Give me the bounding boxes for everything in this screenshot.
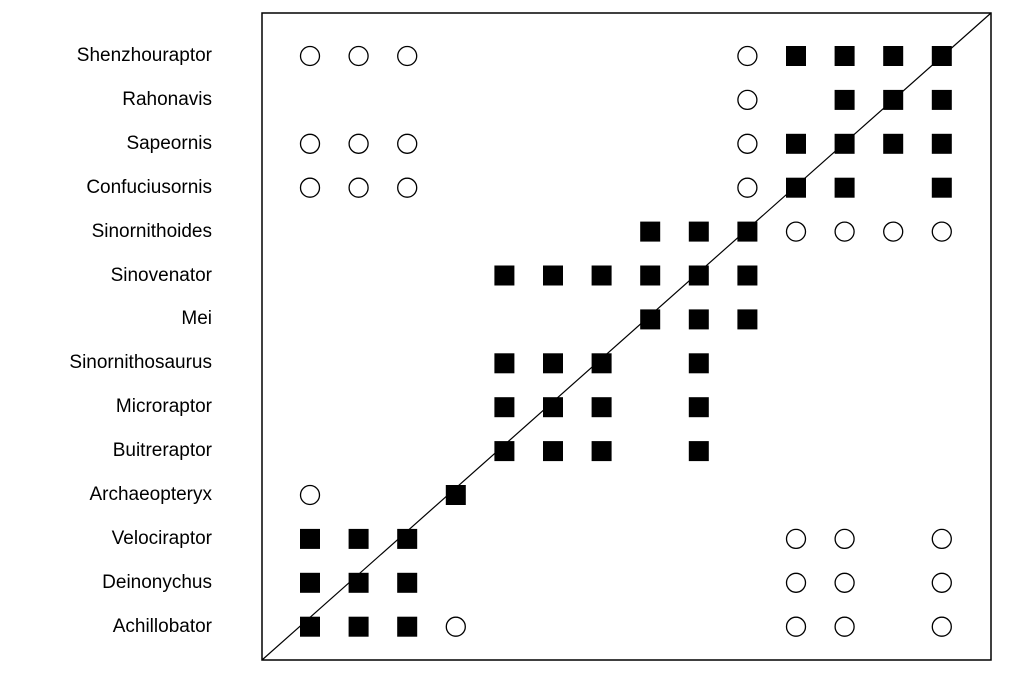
filled-square-mark [786, 177, 806, 198]
filled-square-mark [591, 265, 612, 286]
filled-square-mark [640, 221, 661, 242]
open-circle-mark [397, 45, 418, 67]
filled-square-mark [931, 46, 952, 66]
filled-square-mark [494, 353, 515, 374]
row-label: Confuciusornis [86, 176, 212, 198]
open-circle-mark [931, 616, 952, 637]
filled-square-mark [834, 89, 855, 110]
open-circle-mark [883, 221, 904, 242]
filled-square-mark [883, 89, 904, 110]
filled-square-mark [494, 397, 515, 418]
open-circle-mark [834, 528, 855, 550]
filled-square-mark [786, 133, 806, 154]
filled-square-mark [300, 616, 320, 637]
row-label: Sinovenator [110, 264, 212, 286]
open-circle-mark [737, 45, 758, 67]
filled-square-mark [931, 133, 952, 154]
filled-square-mark [543, 265, 563, 286]
filled-square-mark [543, 441, 563, 462]
open-circle-mark [931, 572, 952, 593]
filled-square-mark [737, 265, 758, 286]
filled-square-mark [834, 133, 855, 154]
filled-square-mark [397, 572, 418, 593]
filled-square-mark [591, 397, 612, 418]
filled-square-mark [397, 616, 418, 637]
filled-square-mark [543, 353, 563, 374]
filled-square-mark [931, 177, 952, 198]
row-label: Shenzhouraptor [76, 45, 212, 66]
row-label: Deinonychus [102, 571, 212, 593]
open-circle-mark [785, 616, 807, 637]
filled-square-mark [543, 397, 563, 418]
filled-square-mark [688, 397, 709, 418]
open-circle-mark [348, 177, 369, 198]
filled-square-mark [348, 572, 369, 593]
row-label: Buitreraptor [112, 440, 212, 462]
open-circle-mark [785, 221, 807, 242]
row-label: Mei [181, 308, 212, 330]
row-label: Sapeornis [126, 132, 212, 154]
open-circle-mark [299, 45, 321, 67]
filled-square-mark [688, 265, 709, 286]
open-circle-mark [299, 133, 321, 154]
matrix-frame [261, 12, 992, 661]
open-circle-mark [299, 484, 321, 506]
filled-square-mark [688, 441, 709, 462]
filled-square-mark [834, 177, 855, 198]
filled-square-mark [494, 265, 515, 286]
filled-square-mark [591, 441, 612, 462]
filled-square-mark [300, 572, 320, 593]
filled-square-mark [834, 46, 855, 66]
filled-square-mark [688, 221, 709, 242]
filled-square-mark [737, 309, 758, 330]
filled-square-mark [688, 353, 709, 374]
filled-square-mark [445, 485, 466, 505]
open-circle-mark [348, 133, 369, 154]
filled-square-mark [883, 133, 904, 154]
row-label: Velociraptor [111, 527, 212, 549]
open-circle-mark [737, 133, 758, 154]
row-label: Rahonavis [122, 88, 212, 110]
filled-square-mark [640, 309, 661, 330]
open-circle-mark [931, 221, 952, 242]
filled-square-mark [300, 528, 320, 549]
open-circle-mark [737, 89, 758, 111]
filled-square-mark [883, 46, 904, 66]
open-circle-mark [931, 528, 952, 550]
open-circle-mark [397, 177, 418, 198]
row-label: Achillobator [112, 615, 212, 637]
open-circle-mark [445, 616, 466, 637]
filled-square-mark [931, 89, 952, 110]
filled-square-mark [348, 528, 369, 549]
open-circle-mark [785, 572, 807, 593]
filled-square-mark [348, 616, 369, 637]
filled-square-mark [591, 353, 612, 374]
row-label: Sinornithoides [91, 220, 212, 242]
row-label: Sinornithosaurus [69, 352, 212, 374]
filled-square-mark [786, 46, 806, 66]
filled-square-mark [640, 265, 661, 286]
filled-square-mark [688, 309, 709, 330]
open-circle-mark [834, 572, 855, 593]
open-circle-mark [737, 177, 758, 198]
open-circle-mark [834, 616, 855, 637]
open-circle-mark [348, 45, 369, 67]
open-circle-mark [397, 133, 418, 154]
row-label: Archaeopteryx [89, 484, 212, 505]
open-circle-mark [785, 528, 807, 550]
filled-square-mark [737, 221, 758, 242]
row-label: Microraptor [115, 396, 212, 418]
filled-square-mark [397, 528, 418, 549]
open-circle-mark [834, 221, 855, 242]
filled-square-mark [494, 441, 515, 462]
open-circle-mark [299, 177, 321, 198]
diagonal-line [261, 12, 992, 661]
